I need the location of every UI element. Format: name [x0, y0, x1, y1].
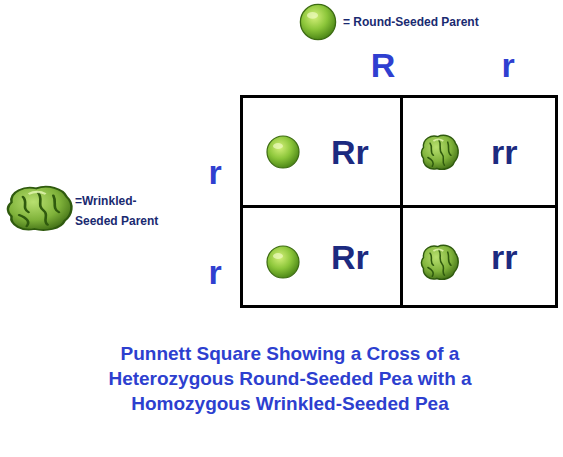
punnett-cell: rr: [400, 95, 558, 208]
punnett-cell: rr: [400, 205, 558, 308]
round-pea-icon: [267, 246, 299, 278]
allele-label: R: [371, 48, 396, 82]
legend-entry: =Wrinkled-Seeded Parent: [75, 191, 175, 231]
legend-entry: = Round-Seeded Parent: [343, 12, 479, 32]
allele-label: r: [208, 155, 221, 189]
punnett-cell: Rr: [240, 95, 403, 208]
genotype-text: rr: [491, 135, 517, 169]
wrinkled-pea-icon: [421, 135, 458, 169]
round-pea-icon: [267, 136, 299, 168]
legend-text: =Wrinkled-Seeded Parent: [75, 194, 158, 228]
genotype-text: rr: [491, 240, 517, 274]
wrinkled-pea-icon: [8, 187, 72, 230]
genotype-text: Rr: [331, 135, 369, 169]
wrinkled-pea-icon: [421, 245, 458, 279]
allele-label: r: [501, 48, 514, 82]
allele-label: r: [208, 255, 221, 289]
figure-caption: Punnett Square Showing a Cross of a Hete…: [95, 341, 485, 416]
legend-text: = Round-Seeded Parent: [343, 15, 479, 29]
genotype-text: Rr: [331, 240, 369, 274]
punnett-cell: Rr: [240, 205, 403, 308]
round-pea-icon: [300, 4, 335, 39]
